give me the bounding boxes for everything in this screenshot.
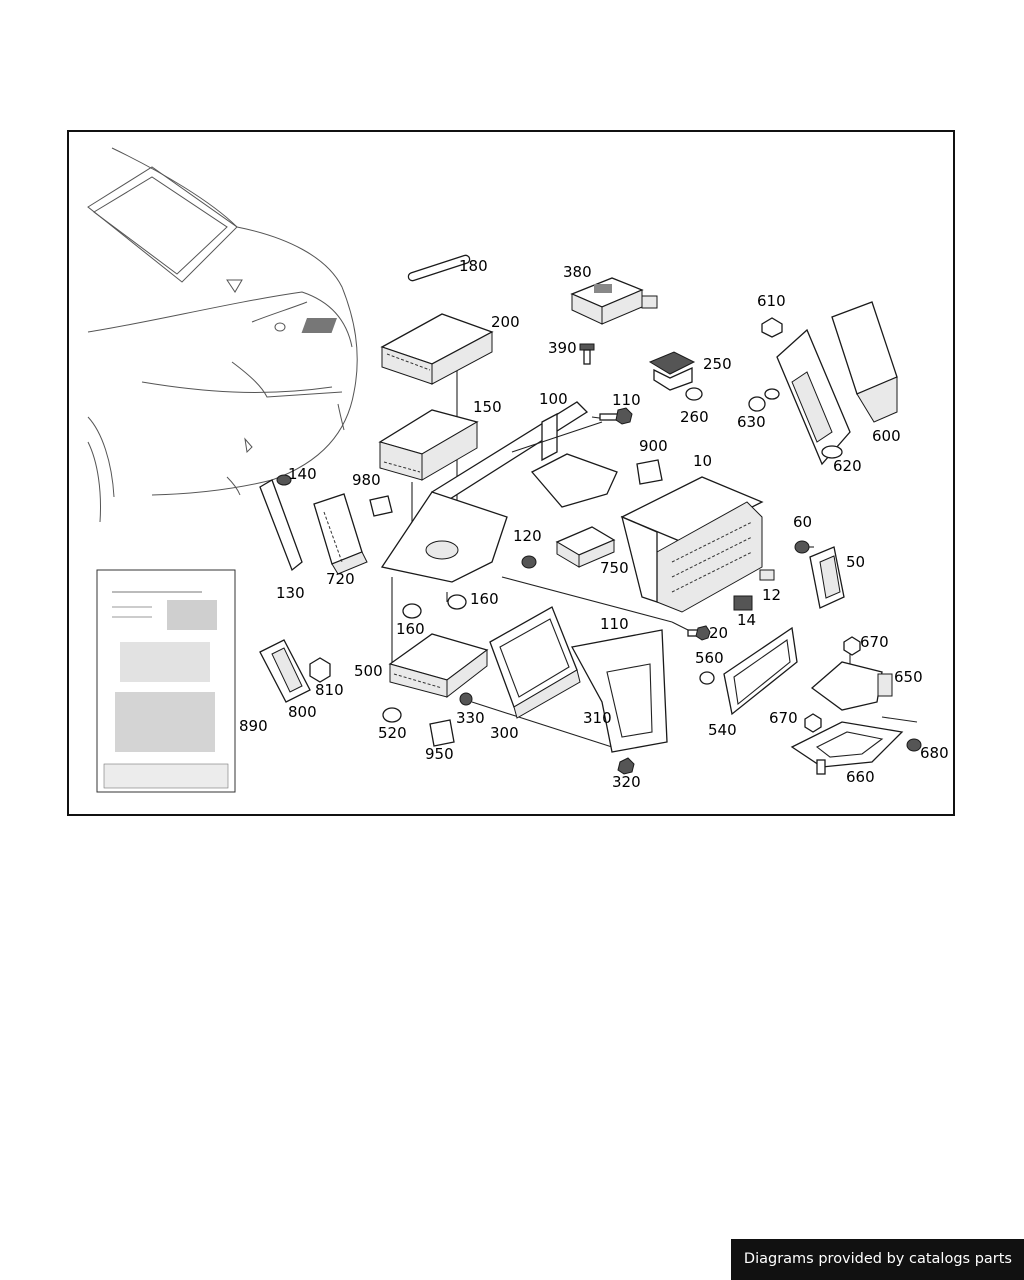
callout-720: 720 [326,570,355,588]
part-720-module [313,493,368,575]
callout-10: 10 [693,452,713,470]
part-810-nut [309,657,331,683]
callout-750: 750 [600,559,629,577]
callout-110-lower: 110 [600,615,629,633]
callout-670-upper: 670 [860,633,889,651]
part-800-module [259,639,311,703]
part-160-grommet-left [402,603,422,619]
part-650-module [810,661,893,711]
part-380-module [570,277,658,325]
callout-120: 120 [513,527,542,545]
credit-banner: Diagrams provided by catalogs parts [730,1239,1024,1280]
part-10-fuse-box [620,476,764,613]
part-250-sensor [648,351,696,391]
callout-20: 20 [709,624,729,642]
part-390-screw [579,343,595,365]
callout-670-lower: 670 [769,709,798,727]
diagram-frame [67,130,955,816]
wiring-chart-inset [96,569,236,793]
callout-890: 890 [239,717,268,735]
callout-160-left: 160 [396,620,425,638]
callout-180: 180 [459,257,488,275]
car-rear-outline [87,147,358,523]
callout-330: 330 [456,709,485,727]
callout-980: 980 [352,471,381,489]
part-670-nut-lower [804,713,822,733]
part-100-bracket [380,401,618,583]
part-180-strap [407,254,471,282]
part-600-unit [831,301,898,423]
callout-900: 900 [639,437,668,455]
part-260-grommet [685,387,703,401]
part-160-grommet-right [447,594,467,610]
callout-650: 650 [894,668,923,686]
callout-630: 630 [737,413,766,431]
part-140-clip [276,474,292,486]
part-120-grommet [521,555,537,569]
callout-560: 560 [695,649,724,667]
callout-260: 260 [680,408,709,426]
callout-310: 310 [583,709,612,727]
part-980-label [369,495,393,517]
callout-130: 130 [276,584,305,602]
callout-520: 520 [378,724,407,742]
callout-60: 60 [793,513,813,531]
callout-620: 620 [833,457,862,475]
part-14-relay [733,595,753,611]
part-130-bracket [259,479,303,572]
callout-680: 680 [920,744,949,762]
callout-160-right: 160 [470,590,499,608]
part-900-label [636,459,663,485]
part-310-bracket [571,629,668,753]
part-670-nut-upper [843,636,861,656]
part-680-clip [906,738,922,752]
callout-250: 250 [703,355,732,373]
callout-390: 390 [548,339,577,357]
part-20-screw [687,625,711,641]
part-660-bracket [790,721,904,775]
part-950-label [429,719,455,747]
callout-200: 200 [491,313,520,331]
callout-150: 150 [473,398,502,416]
callout-14: 14 [737,611,757,629]
callout-660: 660 [846,768,875,786]
part-620-bracket [764,328,851,466]
callout-320: 320 [612,773,641,791]
part-520-grommet [382,707,402,723]
part-300-module [489,606,581,719]
callout-12: 12 [762,586,782,604]
callout-540: 540 [708,721,737,739]
callout-610: 610 [757,292,786,310]
callout-600: 600 [872,427,901,445]
callout-810: 810 [315,681,344,699]
callout-50: 50 [846,553,866,571]
callout-110-upper: 110 [612,391,641,409]
part-200-module [301,313,494,385]
callout-800: 800 [288,703,317,721]
part-150-module [378,409,479,481]
exploded-parts-drawing [87,147,922,793]
part-320-nut [617,757,635,775]
part-750-module [555,526,616,568]
part-60-grommet [794,540,810,554]
callout-300: 300 [490,724,519,742]
callout-140: 140 [288,465,317,483]
part-500-module [388,633,489,699]
callout-100: 100 [539,390,568,408]
callout-380: 380 [563,263,592,281]
part-560-grommet [699,671,715,685]
part-110-screw-upper [599,407,633,425]
part-540-module [723,626,798,716]
callout-500: 500 [354,662,383,680]
part-50-module [809,546,845,609]
part-12-fuse [759,569,775,581]
part-610-nut [761,317,783,338]
part-630-washer [748,396,766,412]
part-330-grommet [459,692,473,706]
callout-950: 950 [425,745,454,763]
